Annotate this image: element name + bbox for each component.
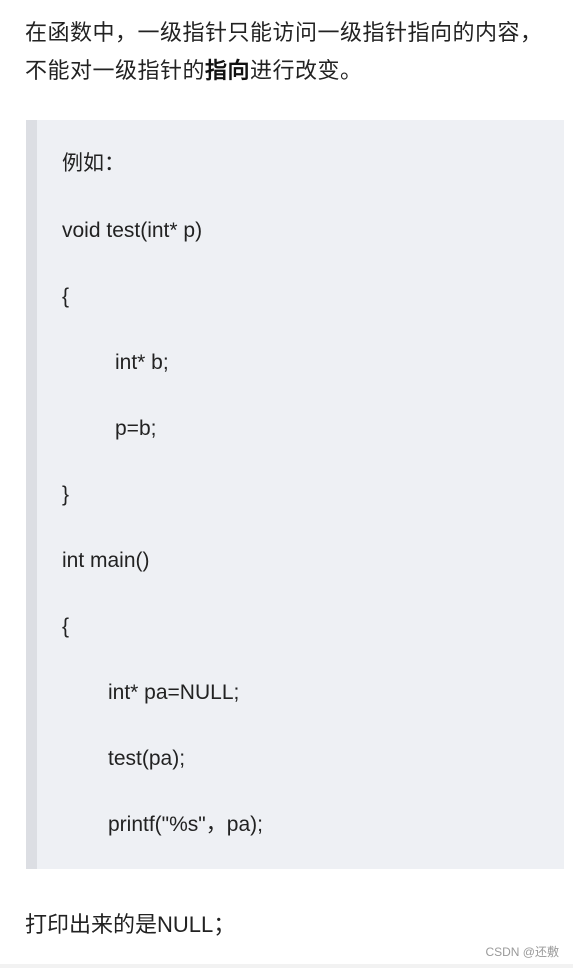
- code-line-example-label: 例如：: [62, 152, 125, 175]
- code-line-declare-b: int* b;: [115, 351, 169, 374]
- intro-paragraph: 在函数中，一级指针只能访问一级指针指向的内容，不能对一级指针的指向进行改变。: [25, 14, 550, 90]
- bottom-divider: [0, 964, 573, 968]
- code-line-declare-pa: int* pa=NULL;: [108, 681, 240, 704]
- code-quote-block: 例如： void test(int* p) { int* b; p=b; } i…: [26, 120, 564, 869]
- intro-text-after: 进行改变。: [250, 58, 363, 83]
- code-line-function-signature: void test(int* p): [62, 219, 203, 242]
- code-line-main-signature: int main(): [62, 549, 150, 572]
- intro-text-before: 在函数中，一级指针只能访问一级指针指向的内容，不能对一级指针的: [25, 20, 543, 83]
- code-line-open-brace: {: [62, 285, 70, 308]
- code-line-close-brace: }: [62, 483, 70, 506]
- csdn-watermark: CSDN @还敷: [485, 945, 559, 959]
- code-line-main-open-brace: {: [62, 615, 70, 638]
- code-line-call-test: test(pa);: [108, 747, 186, 770]
- code-line-assign-p: p=b;: [115, 417, 157, 440]
- intro-bold-text: 指向: [205, 58, 251, 83]
- code-line-printf: printf("%s"，pa);: [108, 813, 263, 836]
- conclusion-paragraph: 打印出来的是NULL；: [25, 912, 236, 937]
